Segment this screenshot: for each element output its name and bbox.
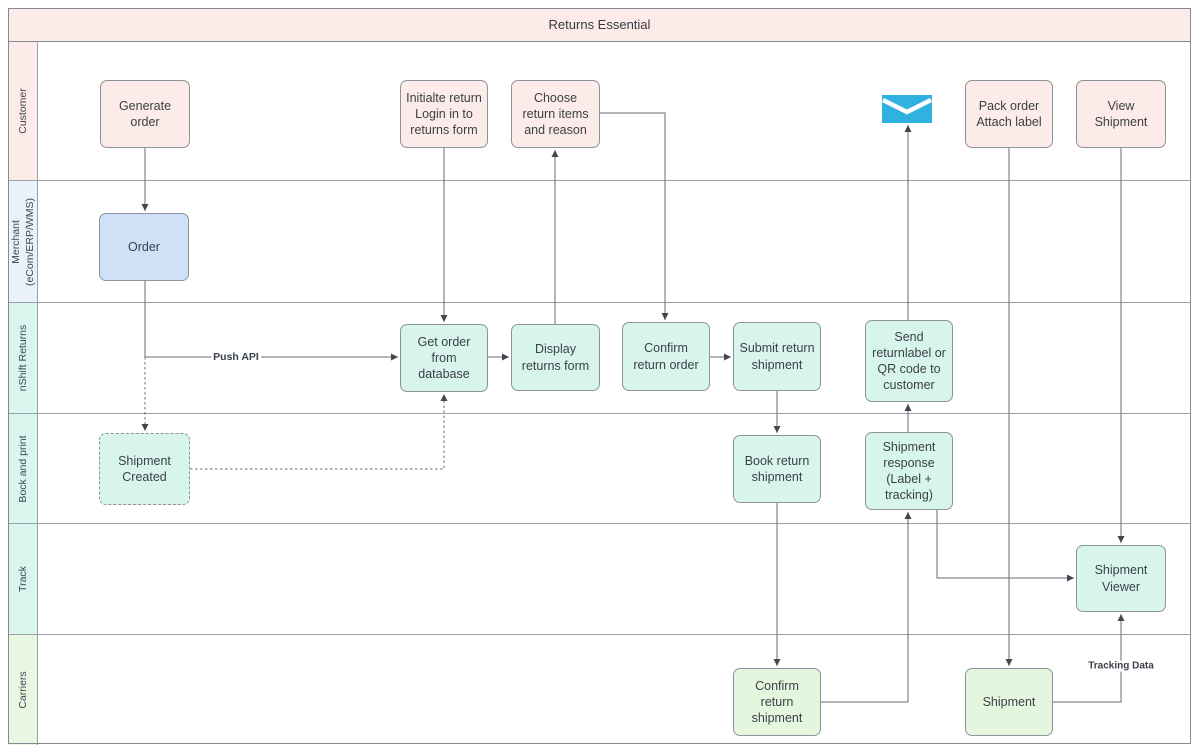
node-initiate-return[interactable]: Initialte return Login in to returns for…: [400, 80, 488, 148]
diagram-title: Returns Essential: [548, 17, 651, 32]
node-get-order[interactable]: Get order from database: [400, 324, 488, 392]
node-send-return-label[interactable]: Send returnlabel or QR code to customer: [865, 320, 953, 402]
node-order[interactable]: Order: [99, 213, 189, 281]
node-generate-order[interactable]: Generate order: [100, 80, 190, 148]
node-submit-return-shipment[interactable]: Submit return shipment: [733, 322, 821, 391]
lane-merchant: Merchant (eCom/ERP/WMS): [8, 181, 1191, 303]
lane-label-merchant: Merchant (eCom/ERP/WMS): [8, 181, 38, 302]
lane-label-nshift-returns: nShift Returns: [8, 303, 38, 413]
pool-title-bar: Returns Essential: [8, 8, 1191, 42]
edge-confirm-shipment-to-response: [821, 512, 912, 703]
node-choose-return-items[interactable]: Choose return items and reason: [511, 80, 600, 148]
node-pack-order[interactable]: Pack order Attach label: [965, 80, 1053, 148]
edge-choose-to-confirm-order: [600, 112, 669, 320]
edge-label-shipment-to-viewer: Tracking Data: [1086, 660, 1156, 672]
node-email-notification[interactable]: [882, 95, 932, 123]
lane-label-bock-and-print: Bock and print: [8, 414, 38, 523]
node-shipment-viewer[interactable]: Shipment Viewer: [1076, 545, 1166, 612]
edge-order-to-getorder: [144, 281, 398, 361]
node-shipment-response[interactable]: Shipment response (Label + tracking): [865, 432, 953, 510]
edge-shipment-created-to-getorder: [190, 394, 448, 470]
lane-label-track: Track: [8, 524, 38, 634]
node-confirm-return-order[interactable]: Confirm return order: [622, 322, 710, 391]
node-shipment[interactable]: Shipment: [965, 668, 1053, 736]
envelope-icon: [882, 95, 932, 123]
node-book-return-shipment[interactable]: Book return shipment: [733, 435, 821, 503]
node-confirm-return-shipment[interactable]: Confirm return shipment: [733, 668, 821, 736]
node-shipment-created[interactable]: Shipment Created: [99, 433, 190, 505]
edge-response-to-viewer: [936, 510, 1074, 582]
lane-track: Track: [8, 524, 1191, 635]
lane-label-carriers: Carriers: [8, 635, 38, 745]
node-view-shipment[interactable]: View Shipment: [1076, 80, 1166, 148]
node-display-returns-form[interactable]: Display returns form: [511, 324, 600, 391]
lane-label-customer: Customer: [8, 42, 38, 180]
edge-shipment-to-viewer: [1053, 614, 1125, 703]
edge-label-order-to-getorder: Push API: [211, 351, 261, 363]
